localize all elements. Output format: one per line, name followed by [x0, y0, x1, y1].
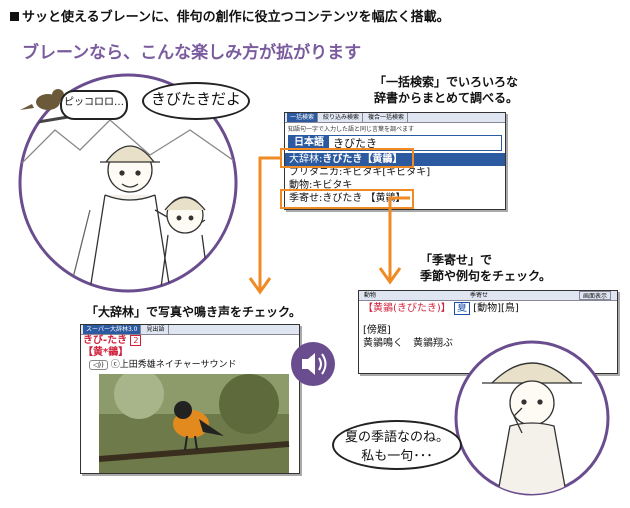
headword-line: きび‐たき 2	[81, 335, 299, 347]
kiyose-entry: 【黄鶲(きびたき)】	[363, 303, 451, 314]
kiyose-tabbar: 動物 季寄せ 画面表示	[359, 291, 617, 301]
connector-arrows	[248, 156, 410, 295]
square-bullet-icon	[10, 12, 19, 21]
kiyose-entry-line: 【黄鶲(きびたき)】 夏 [動物][鳥]	[359, 301, 617, 316]
sense-number: 2	[130, 335, 142, 346]
thought-line-2: 私も一句･･･	[361, 449, 433, 464]
highlight-daijirin	[280, 148, 414, 168]
search-hint: 知語句一字で入力した語と同じ言葉を調べます	[288, 126, 415, 133]
kiyose-caption-2: 季節や例句をチェック。	[420, 269, 552, 283]
highlight-kiyose	[280, 189, 414, 209]
page-title: サッと使えるブレーンに、俳句の創作に役立つコンテンツを幅広く搭載。	[10, 6, 450, 25]
category-bird: [鳥]	[501, 303, 519, 314]
audio-row: ◁)) ⓒ上田秀雄ネイチャーサウンド	[81, 359, 299, 372]
result-row[interactable]: 大辞林:きびたき【黄鶲】	[285, 153, 505, 166]
thought-bubble: 夏の季語なのね。 私も一句･･･	[332, 420, 462, 470]
search-tabbar: 一括検索絞り込み検索複合一括検索	[285, 113, 505, 123]
bird-song-bubble: ピッコロロ…	[60, 90, 128, 120]
speech-bubble: きびたきだよ	[142, 82, 250, 120]
bird-icon	[20, 89, 64, 110]
result-row[interactable]: 動物:キビタキ	[289, 180, 353, 191]
tab-midashi[interactable]: 見出語	[143, 325, 169, 334]
result-row[interactable]: ブリタニカ:キビタキ[キビタキ]	[289, 167, 431, 178]
display-button[interactable]: 画面表示	[578, 291, 611, 300]
tab-ikkatsu[interactable]: 一括検索	[287, 113, 319, 122]
tab-fukugo[interactable]: 複合一括検索	[365, 113, 409, 122]
kiyose-caption-1: 「季寄せ」で	[420, 253, 493, 267]
search-screen: 一括検索絞り込み検索複合一括検索 知語句一字で入力した語と同じ言葉を調べます 日…	[284, 112, 506, 210]
tab-shiborikomi[interactable]: 絞り込み検索	[320, 113, 364, 122]
daijirin-caption: 「大辞林」で写真や鳴き声をチェック。	[86, 305, 302, 319]
kiyose-examples: 黄鶲鳴く 黄鶲翔ぶ	[363, 338, 453, 349]
result-row[interactable]: 季寄せ:きびたき 【黄鶲】	[289, 193, 406, 204]
season-badge: 夏	[454, 302, 470, 315]
tab-daijirin[interactable]: スーパー大辞林3.0	[83, 325, 142, 334]
search-input[interactable]: 日本語 きびたき＿	[288, 135, 502, 151]
tab-dobutsu[interactable]: 動物	[364, 292, 377, 299]
headword: きび‐たき	[83, 335, 128, 346]
bird-photo	[99, 374, 290, 473]
woman-illustration	[454, 340, 610, 496]
lang-label: 日本語	[289, 136, 329, 150]
page-subtitle: ブレーンなら、こんな楽しみ方が拡がります	[22, 43, 362, 63]
search-caption-1: 「一括検索」でいろいろな	[374, 75, 519, 89]
category-animal: [動物]	[473, 303, 501, 314]
sound-credit: ⓒ上田秀雄ネイチャーサウンド	[110, 360, 237, 370]
search-caption-2: 辞書からまとめて調べる。	[374, 91, 519, 105]
kiyose-bracket: [傍題]	[363, 325, 391, 336]
thought-line-1: 夏の季語なのね。	[344, 430, 449, 445]
tab-kiyose[interactable]: 季寄せ	[469, 292, 488, 299]
search-query: きびたき＿	[333, 137, 388, 150]
audio-play-button[interactable]: ◁))	[89, 360, 108, 370]
speaker-icon[interactable]	[289, 340, 337, 388]
headword-kanji: 【黄*鶲】	[83, 347, 129, 358]
hikers-illustration	[18, 73, 238, 293]
